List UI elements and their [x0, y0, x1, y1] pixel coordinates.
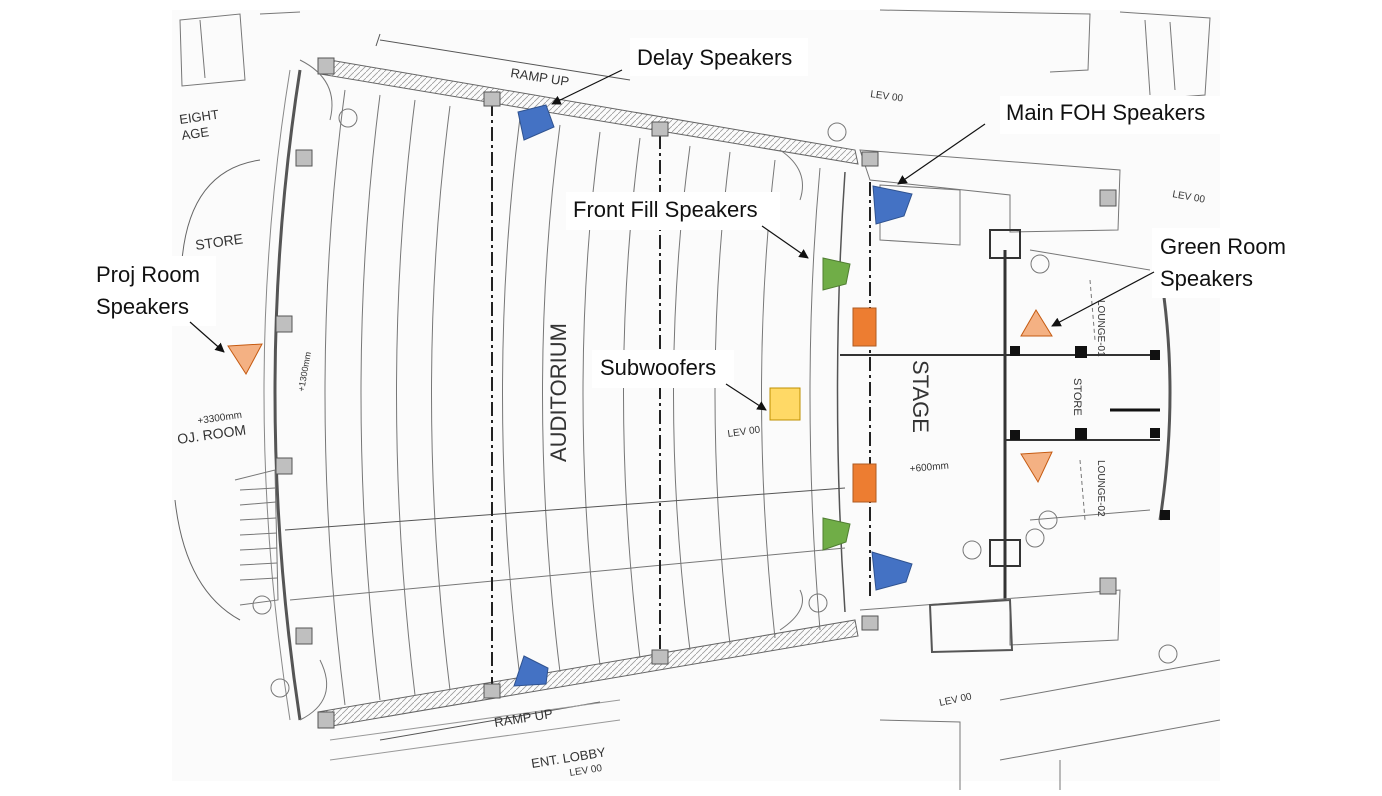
height-line-2: AGE [181, 124, 211, 143]
subwoofer-stage-top [852, 307, 877, 347]
subwoofer-stage-bottom [852, 463, 877, 503]
lounge-02-label: LOUNGE-02 [1095, 460, 1106, 517]
plan-columns [275, 57, 1117, 729]
main-foh-speaker-bottom [871, 551, 913, 591]
front-fill-arrow [761, 225, 809, 259]
delay-speaker-top [517, 104, 555, 141]
proj-room-arrow [189, 321, 225, 353]
store-top-label: STORE [194, 230, 244, 253]
subwoofers-callout: Subwoofers [600, 355, 717, 380]
plan-linework [174, 9, 1221, 790]
height-line-1: EIGHT [178, 107, 219, 127]
front-fill-speaker-top [822, 257, 851, 291]
height-stage-label: EIGHTAGE [178, 107, 222, 143]
green-room-speakers-callout-line2: Speakers [1160, 266, 1253, 291]
store-right-label: STORE [1071, 378, 1083, 416]
main-foh-speakers-callout: Main FOH Speakers [1006, 100, 1206, 125]
green-room-speakers-callout-line1: Green Room [1160, 234, 1286, 259]
callout-arrows [189, 69, 1155, 411]
delay-speakers-callout: Delay Speakers [637, 45, 793, 70]
level-lev00-top-label: LEV 00 [870, 89, 904, 105]
proj-room-speakers-callout-line1: Proj Room [96, 262, 200, 287]
front-fill-speakers-callout: Front Fill Speakers [573, 197, 758, 222]
speaker-markers [227, 104, 1053, 687]
green-room-speaker-top [1020, 309, 1053, 337]
green-room-speaker-bottom [1020, 451, 1053, 484]
callout-backgrounds [88, 38, 1308, 388]
plan-door-tags [252, 59, 1178, 721]
level-lev00-mid-label: LEV 00 [727, 424, 761, 440]
level-stage-label: +600mm [909, 461, 949, 475]
subwoofer-arrow [725, 383, 767, 411]
proj-room-speakers-callout-line2: Speakers [96, 294, 189, 319]
lounge-01-label: LOUNGE-01 [1095, 300, 1106, 357]
green-room-arrow [1051, 271, 1155, 327]
level-lev00-lobby-label: LEV 00 [569, 763, 604, 779]
plan-posts [1010, 346, 1170, 520]
main-foh-speaker-top [872, 185, 913, 225]
subwoofer-floor [769, 387, 801, 421]
proj-room-speaker [227, 343, 263, 375]
stage-label: STAGE [908, 360, 933, 433]
auditorium-label: AUDITORIUM [546, 323, 571, 462]
delay-arrow [551, 69, 623, 105]
front-fill-speaker-bottom [822, 517, 851, 551]
delay-speaker-bottom [513, 655, 549, 687]
main-foh-arrow [897, 123, 986, 185]
